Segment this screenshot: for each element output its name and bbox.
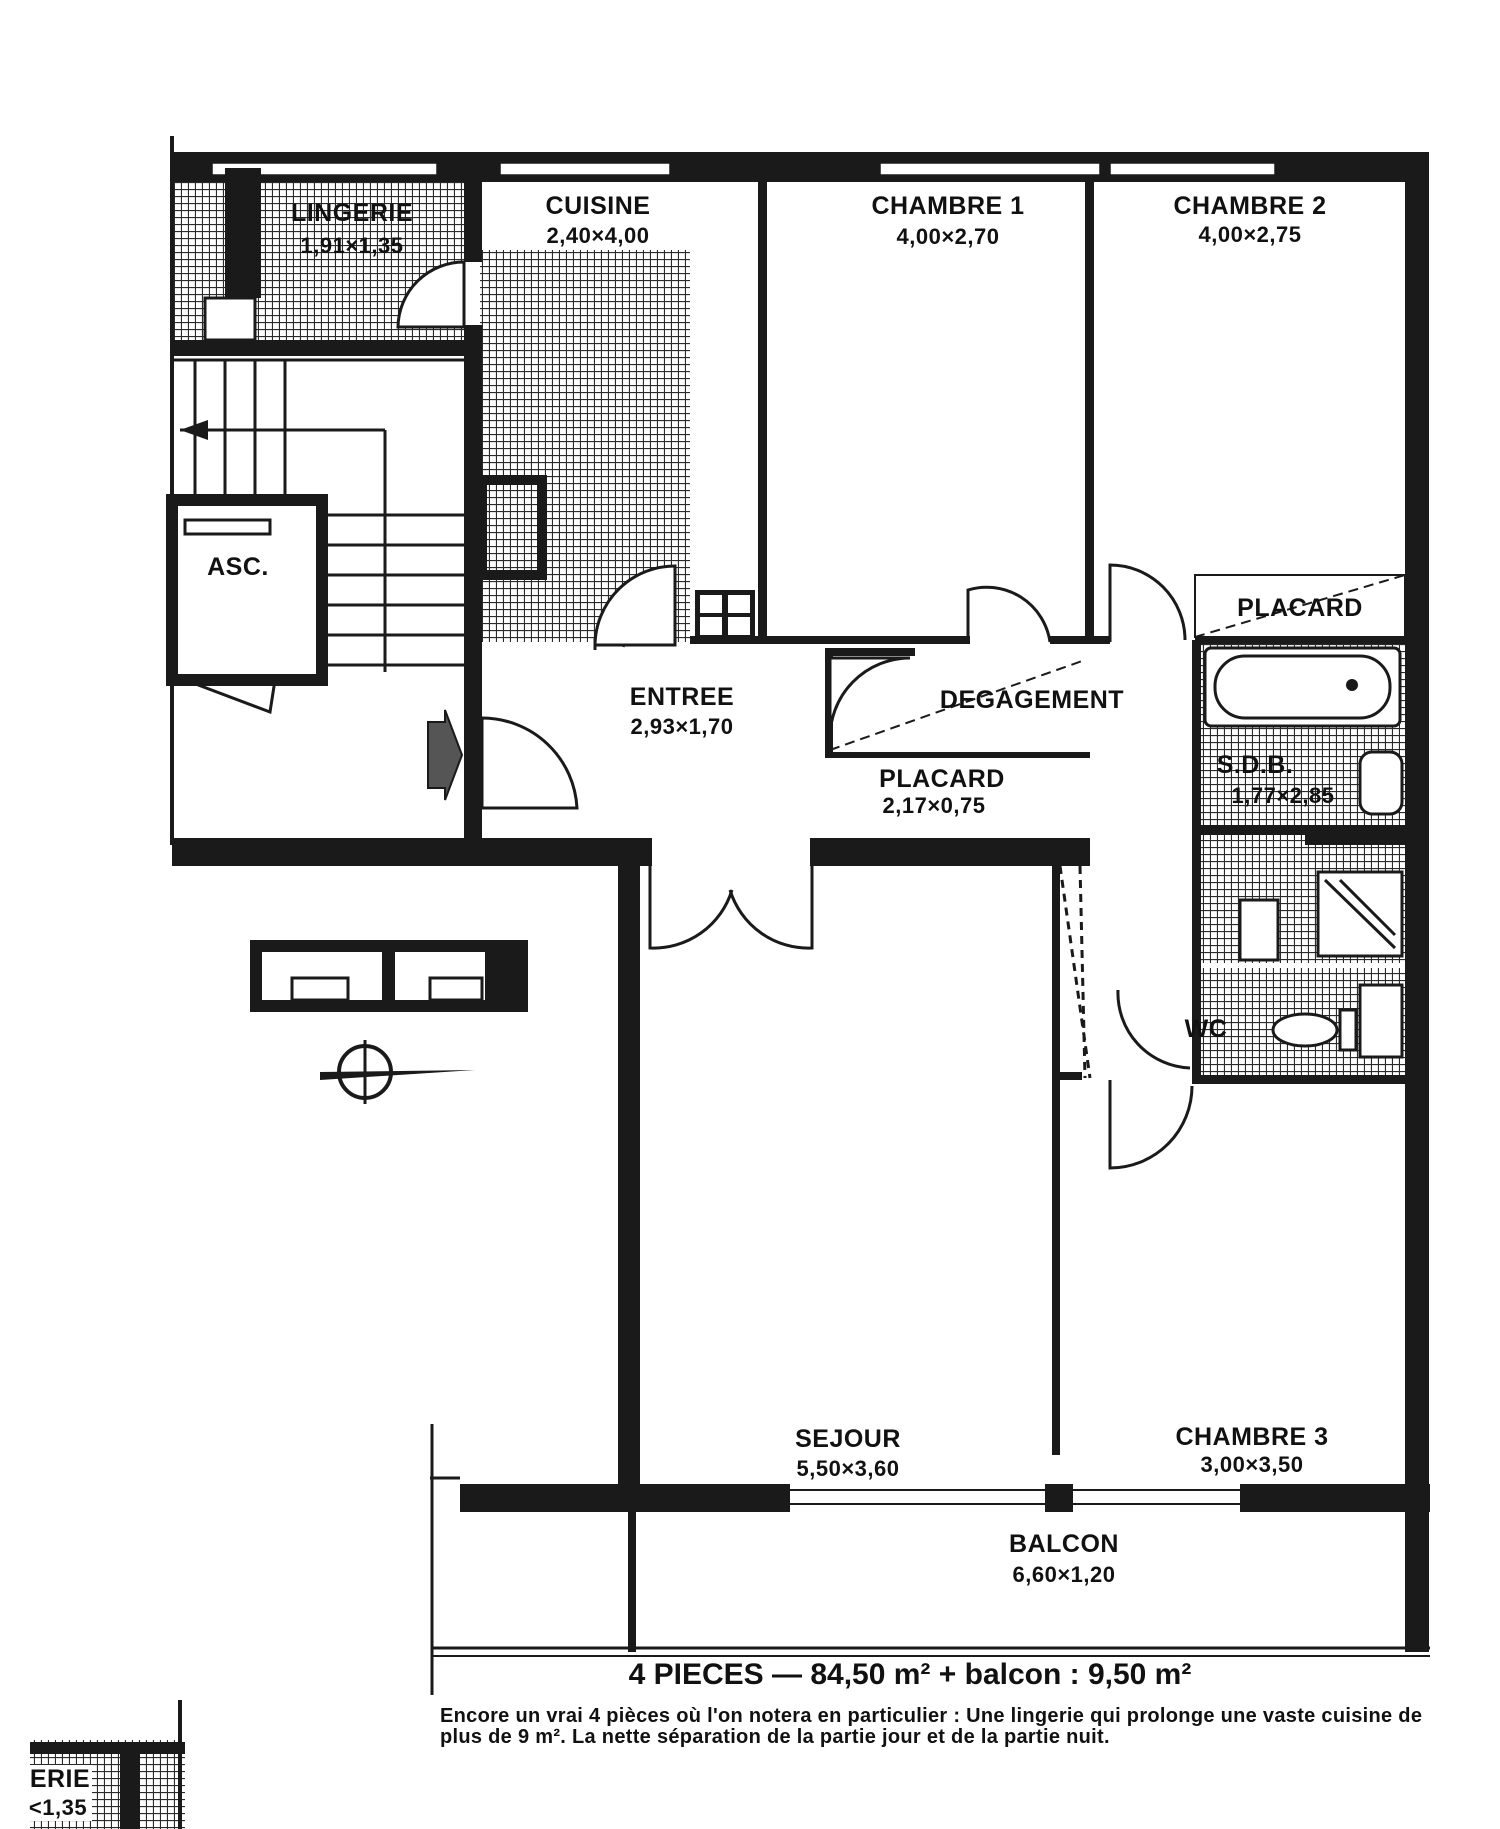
- plan-headline: 4 PIECES — 84,50 m² + balcon : 9,50 m²: [628, 1658, 1192, 1691]
- entree-name: ENTREE: [630, 683, 734, 711]
- placard-entree-name: PLACARD: [879, 765, 1005, 793]
- kitchen-fittings: [203, 296, 755, 640]
- balcon-name: BALCON: [1009, 1530, 1119, 1558]
- chambre1-dims: 4,00×2,70: [897, 224, 1000, 249]
- placard-entree-dims: 2,17×0,75: [883, 793, 986, 818]
- staircase: [172, 358, 465, 672]
- plan-caption: 4 PIECES — 84,50 m² + balcon : 9,50 m² E…: [440, 1658, 1440, 1748]
- ascenseur-name: ASC.: [207, 553, 269, 581]
- room-labels: LINGERIE 1,91×1,35 CUISINE 2,40×4,00 CHA…: [207, 192, 1363, 1587]
- lingerie-dims: 1,91×1,35: [301, 233, 404, 258]
- fragment-dims: <1,35: [29, 1795, 87, 1820]
- doors: [396, 260, 1194, 1170]
- sdb-name: S.D.B.: [1217, 751, 1294, 779]
- degagement-name: DEGAGEMENT: [940, 686, 1124, 714]
- balcon-dims: 6,60×1,20: [1013, 1562, 1116, 1587]
- walls: [170, 136, 1430, 1695]
- elevator: [166, 494, 328, 715]
- sdb-dims: 1,77×2,85: [1232, 783, 1335, 808]
- north-compass-icon: [320, 1040, 475, 1104]
- chambre2-dims: 4,00×2,75: [1199, 222, 1302, 247]
- chambre3-name: CHAMBRE 3: [1175, 1423, 1328, 1451]
- placard-nuit-name: PLACARD: [1237, 594, 1363, 622]
- neighbour-plan-fragment: ERIE <1,35: [29, 1700, 185, 1829]
- entree-dims: 2,93×1,70: [631, 714, 734, 739]
- closets: [829, 574, 1406, 751]
- cuisine-name: CUISINE: [546, 192, 651, 220]
- wc-name: WC: [1185, 1015, 1228, 1043]
- sejour-dims: 5,50×3,60: [797, 1456, 900, 1481]
- bathroom-fixtures: [1203, 646, 1404, 1059]
- lingerie-name: LINGERIE: [291, 199, 413, 227]
- fragment-name: ERIE: [30, 1765, 90, 1793]
- cuisine-dims: 2,40×4,00: [547, 223, 650, 248]
- sejour-name: SEJOUR: [795, 1425, 901, 1453]
- chambre1-name: CHAMBRE 1: [871, 192, 1024, 220]
- living-furniture: [250, 940, 528, 1012]
- chambre3-dims: 3,00×3,50: [1201, 1452, 1304, 1477]
- plan-description: Encore un vrai 4 pièces où l'on notera e…: [440, 1705, 1423, 1748]
- chambre2-name: CHAMBRE 2: [1173, 192, 1326, 220]
- entry-arrow-icon: [427, 709, 464, 801]
